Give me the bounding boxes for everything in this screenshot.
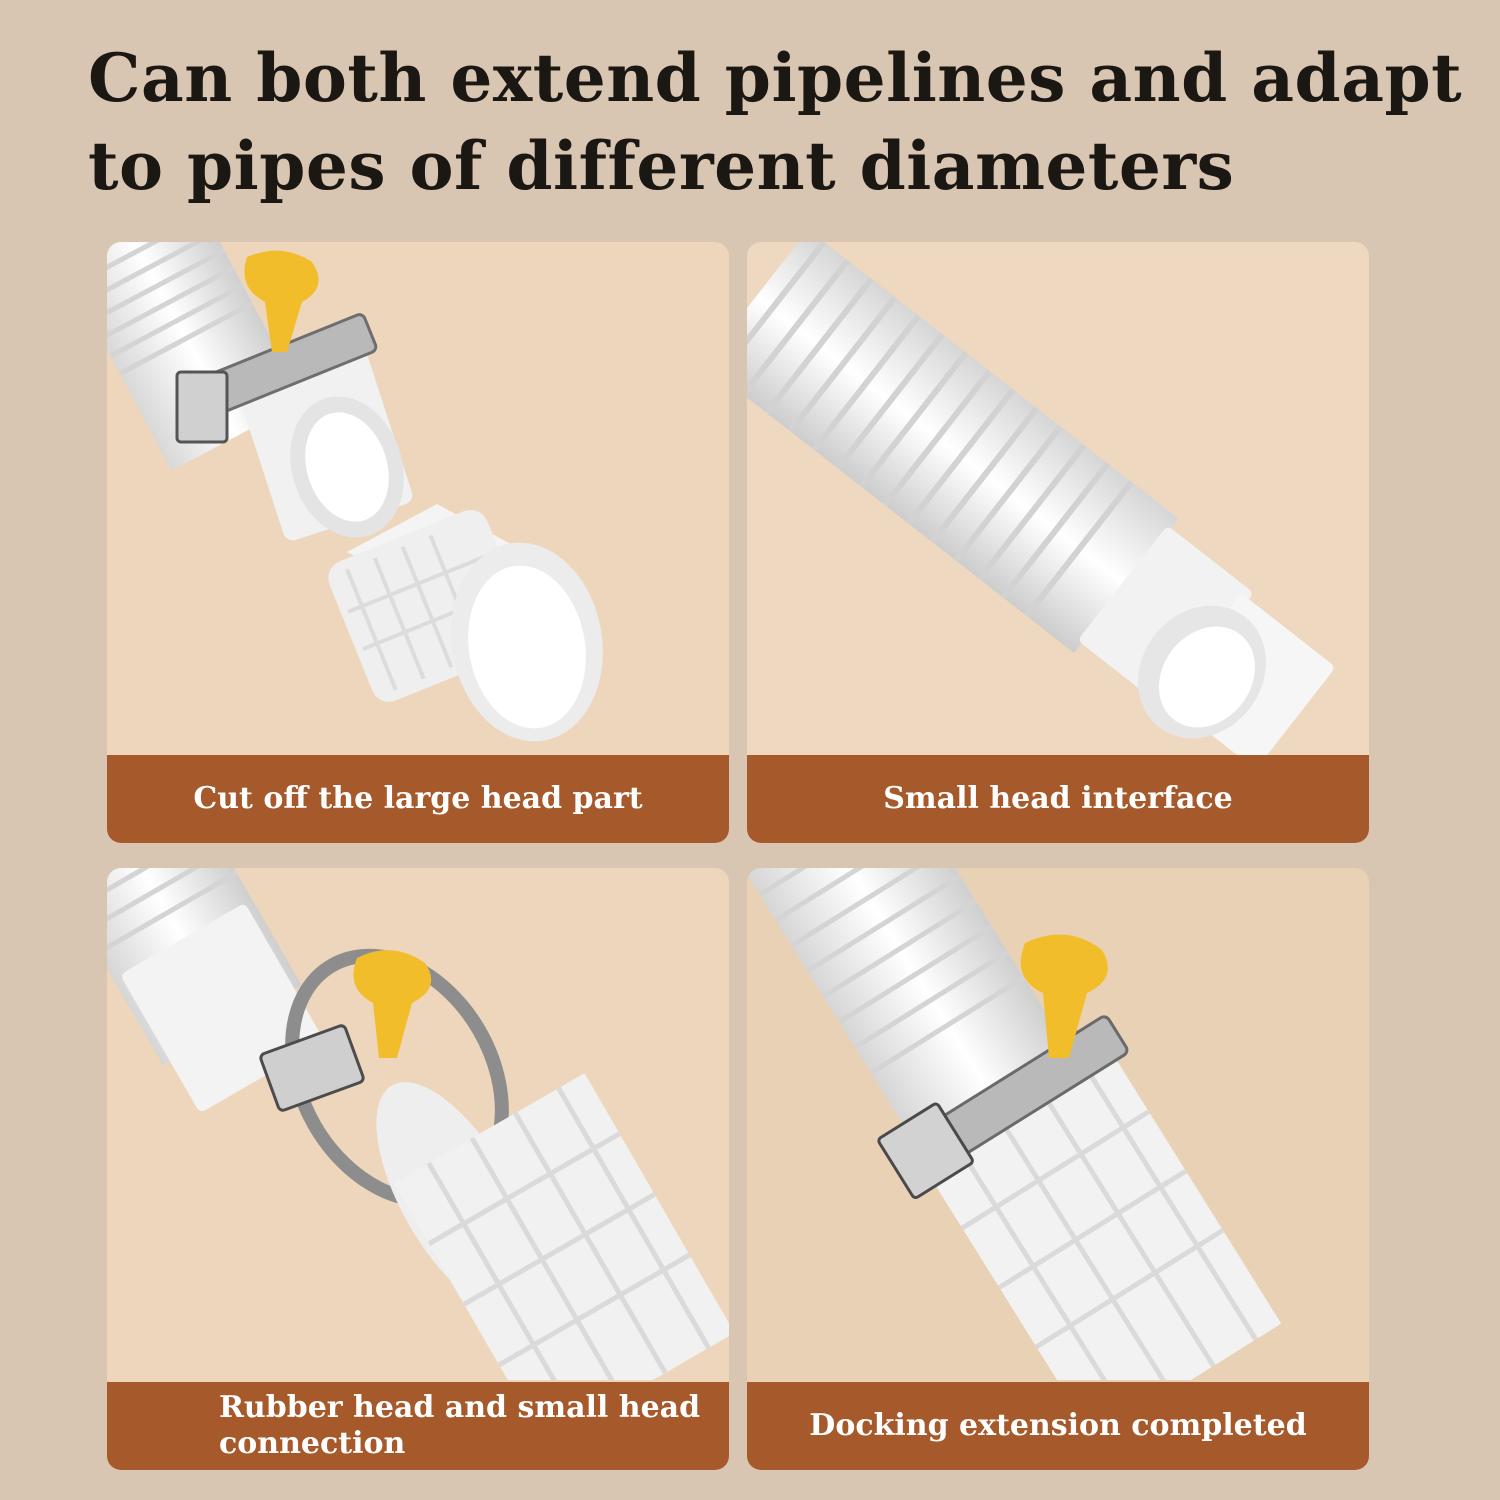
rubber-head-and-clamp-image (107, 868, 729, 1380)
panel-cut-off-large-head: Cut off the large head part (107, 242, 729, 843)
hose-with-clamp-and-adapter-image (107, 242, 603, 742)
panel-small-head-interface: Small head interface (747, 242, 1369, 843)
corrugated-hose-small-head-image (747, 242, 1334, 762)
panel-rubber-head-connection: Rubber head and small head connection (107, 868, 729, 1470)
panel-caption: Rubber head and small head connection (107, 1382, 729, 1470)
headline: Can both extend pipelines and adapt to p… (88, 39, 1463, 205)
panel-caption: Small head interface (747, 755, 1369, 843)
panel-caption: Cut off the large head part (107, 755, 729, 843)
connected-hose-and-adapter-image (747, 868, 1282, 1380)
panel-caption: Docking extension completed (747, 1382, 1369, 1470)
panel-docking-extension-completed: Docking extension completed (747, 868, 1369, 1470)
